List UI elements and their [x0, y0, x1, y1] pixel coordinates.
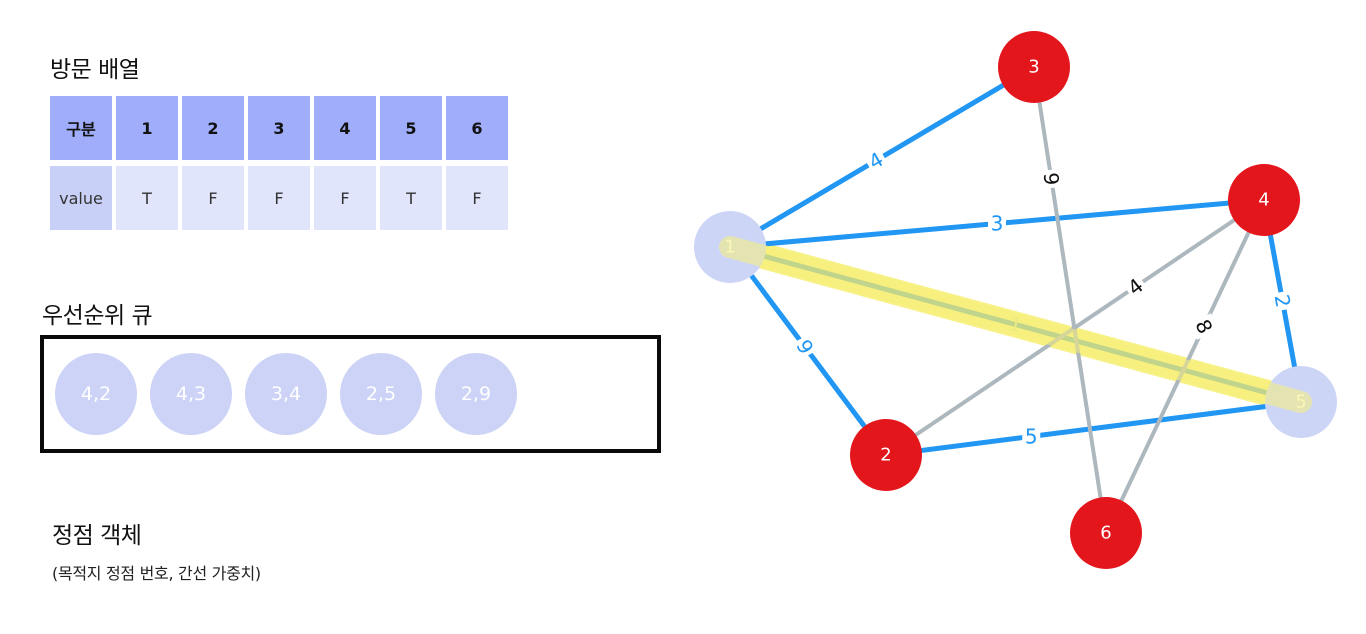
queue-item: 2,5: [340, 353, 422, 435]
visited-value-1: T: [116, 166, 178, 230]
queue-item: 3,4: [245, 353, 327, 435]
edge-weight-label: 3: [991, 212, 1004, 236]
visited-value-4: F: [314, 166, 376, 230]
visited-column-6: 6: [446, 96, 508, 160]
visited-value-3: F: [248, 166, 310, 230]
edge-label-bg: [790, 333, 820, 361]
visited-header-label: 구분: [50, 96, 112, 160]
highlight-overlay: [719, 236, 1312, 413]
edge-3-6: [1032, 66, 1108, 534]
queue-item: 4,3: [150, 353, 232, 435]
vertex-object-title: 정점 객체: [52, 523, 142, 549]
visited-column-2: 2: [182, 96, 244, 160]
visited-column-3: 3: [248, 96, 310, 160]
edge-label-bg: [988, 211, 1006, 236]
edge-weight-label: 9: [1039, 171, 1064, 186]
visited-value-5: T: [380, 166, 442, 230]
visited-column-5: 5: [380, 96, 442, 160]
edge-weight-label: 5: [1025, 424, 1038, 448]
visited-value-6: F: [446, 166, 508, 230]
edge-label-bg: [1120, 271, 1150, 302]
visited-column-1: 1: [116, 96, 178, 160]
edge-label-bg: [862, 145, 890, 176]
graph-node-4: [1228, 164, 1300, 236]
edge-label-bg: [1189, 313, 1219, 340]
priority-queue-title: 우선순위 큐: [42, 303, 153, 329]
graph-node-label: 2: [880, 445, 891, 466]
priority-queue-box: 4,2 4,3 3,4 2,5 2,9: [40, 335, 661, 453]
graph-node-label: 4: [1258, 190, 1269, 211]
visited-column-4: 4: [314, 96, 376, 160]
graph-node-3: [998, 31, 1070, 103]
visited-header-row: 구분 1 2 3 4 5 6: [50, 96, 508, 160]
edge-label-bg: [1022, 424, 1041, 449]
graph-node-2: [850, 419, 922, 491]
edge-label-bg: [1269, 290, 1296, 312]
graph-node-label: 3: [1028, 57, 1039, 78]
visited-value-row: value T F F F T F: [50, 166, 508, 230]
edge-label-bg: [1038, 168, 1065, 189]
queue-item: 4,2: [55, 353, 137, 435]
queue-item: 2,9: [435, 353, 517, 435]
vertex-object-subtitle: (목적지 정점 번호, 간선 가중치): [52, 564, 261, 583]
visited-array-table: 구분 1 2 3 4 5 6 value T F F F T F: [46, 90, 512, 236]
graph-node-label: 6: [1100, 523, 1111, 544]
edge-2-4: [884, 198, 1266, 457]
edge-weight-label: 2: [1270, 293, 1296, 310]
graph-node-6: [1070, 497, 1142, 569]
edge-2-5: [885, 399, 1302, 458]
visited-value-2: F: [182, 166, 244, 230]
visited-row-label: value: [50, 166, 112, 230]
visited-array-title: 방문 배열: [50, 57, 140, 83]
